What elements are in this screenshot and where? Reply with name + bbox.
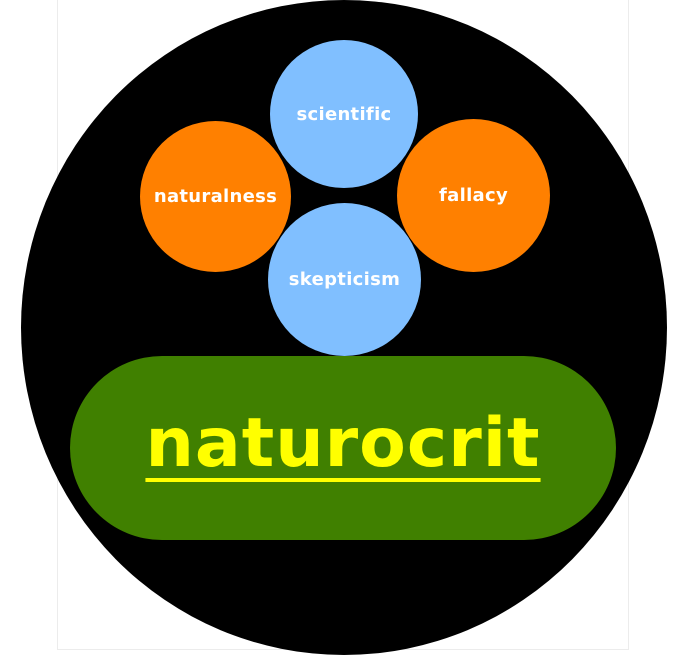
- bubble-naturalness: naturalness: [140, 121, 291, 272]
- bubble-skepticism: skepticism: [268, 203, 421, 356]
- bubble-scientific-label: scientific: [296, 103, 392, 125]
- bubble-naturalness-label: naturalness: [153, 186, 278, 207]
- bubble-fallacy-label: fallacy: [439, 185, 508, 206]
- brand-wordmark: naturocrit: [145, 403, 541, 483]
- bubble-skepticism-label: skepticism: [288, 269, 401, 290]
- bubble-scientific: scientific: [270, 40, 418, 188]
- brand-pill: naturocrit: [70, 356, 616, 540]
- bubble-fallacy: fallacy: [397, 119, 550, 272]
